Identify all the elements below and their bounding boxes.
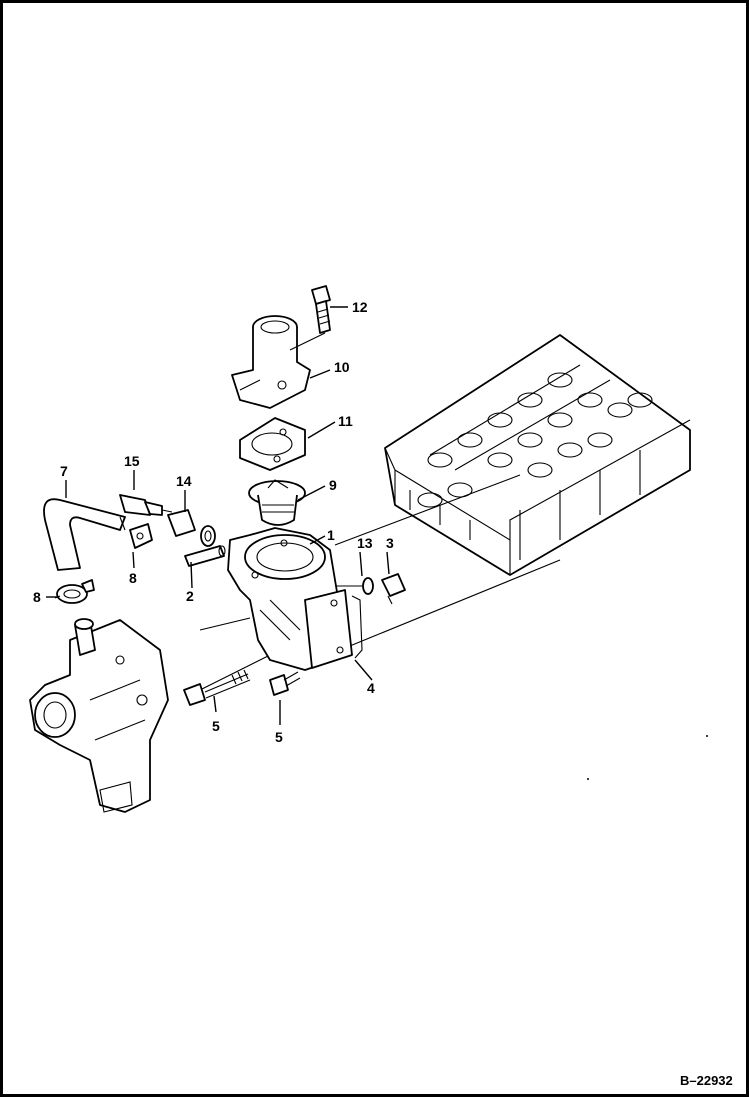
callout-11: 11 [338,413,353,429]
callout-9: 9 [329,477,337,493]
callout-12: 12 [352,299,368,315]
callout-8-lower: 8 [33,589,41,605]
callout-13: 13 [357,535,373,551]
sealing-washer [362,577,374,595]
thermostat-housing [227,527,353,671]
stray-mark [706,735,708,737]
callout-14: 14 [176,473,192,489]
water-outlet-flange [231,315,311,409]
callout-15: 15 [124,453,140,469]
drain-plug [381,573,406,605]
callout-leaders [46,306,390,725]
housing-leader-dot [199,617,251,631]
water-pump [29,618,169,813]
cylinder-head [384,334,691,576]
hose-clamp-upper [129,523,153,549]
bypass-hose [43,498,126,571]
housing-bolt-short [269,671,301,696]
bolt-alignment-line [289,332,326,351]
callout-7: 7 [60,463,68,479]
callout-3: 3 [386,535,394,551]
callout-5-left: 5 [212,718,220,734]
alignment-line-lower [339,559,561,651]
thermostat [248,479,306,526]
callout-1: 1 [327,527,335,543]
fitting-adapter [167,509,216,547]
flange-bolt [311,285,331,334]
hose-clamp-lower [56,579,95,604]
housing-bolt-long [183,669,251,706]
bypass-pipe [184,545,226,567]
stray-mark [587,778,589,780]
callout-8-upper: 8 [129,570,137,586]
callout-10: 10 [334,359,350,375]
figure-reference-code: B–22932 [680,1073,733,1088]
callout-4: 4 [367,680,375,696]
callout-2: 2 [186,588,194,604]
alignment-line-upper [334,474,521,546]
gasket-outline [351,595,363,659]
housing-gasket [239,417,306,471]
callout-5-right: 5 [275,729,283,745]
temperature-sensor [119,494,173,516]
